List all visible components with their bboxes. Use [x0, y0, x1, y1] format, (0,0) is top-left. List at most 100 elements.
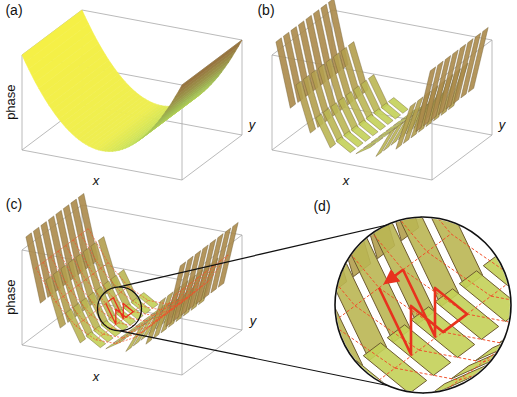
panel-label: (d) [313, 199, 330, 214]
phase-tile [126, 323, 146, 352]
grid-dash [118, 317, 126, 323]
phase-tile [171, 26, 234, 251]
phase-surface-strip [175, 46, 238, 97]
grid-dash [203, 120, 227, 138]
grid-dash [483, 342, 517, 362]
grid-dash [143, 315, 163, 331]
grid-dash [43, 257, 51, 263]
phase-tile [283, 128, 346, 295]
grid-dash [181, 287, 201, 303]
box-edge [332, 10, 492, 40]
grid-dash [307, 342, 371, 386]
grid-dash [73, 234, 81, 240]
grid-dash [138, 321, 146, 327]
grid-dash [66, 245, 86, 279]
box-edge [22, 55, 23, 150]
zoom-circle-outline [335, 217, 511, 393]
grid-dash [81, 229, 89, 235]
phase-tile [355, 74, 418, 241]
grid-dash [363, 157, 387, 175]
phase-tile [26, 233, 46, 303]
grid-dash [58, 245, 66, 251]
grid-dash [143, 326, 151, 332]
phase-surface-strip [172, 52, 235, 103]
grid-dash [156, 294, 176, 321]
grid-dash [141, 306, 161, 310]
grid-dash [243, 247, 267, 265]
phase-tile [195, 8, 258, 233]
grid-dash [283, 360, 347, 397]
grid-dash [275, 84, 339, 193]
grid-dash [371, 386, 435, 397]
panel-label: (a) [5, 3, 22, 18]
axis-label: y [250, 314, 257, 328]
grid-dash [475, 378, 499, 396]
grid-dash [166, 298, 186, 314]
grid-dash [91, 315, 111, 329]
grid-dash [499, 360, 517, 378]
phase-tile [416, 67, 436, 132]
grid-dash [51, 257, 71, 291]
grid-dash [198, 272, 206, 278]
grid-dash [219, 265, 243, 283]
grid-dash [73, 240, 93, 274]
phase-tile [211, 182, 274, 349]
grid-dash [153, 310, 161, 316]
zoom-marker-circle [98, 287, 142, 331]
phase-tile [315, 379, 378, 397]
axis-label: phase [4, 84, 18, 119]
grid-dash [56, 302, 76, 326]
grid-dash [116, 337, 136, 343]
phase-surface-strip [179, 40, 242, 91]
grid-dash [267, 229, 291, 247]
grid-dash [141, 300, 149, 306]
grid-dash [227, 102, 251, 120]
grid-dash [148, 300, 168, 304]
grid-dash [58, 251, 78, 285]
phase-tile [106, 338, 126, 349]
grid-dash [203, 138, 267, 247]
axis-label: x [93, 370, 100, 384]
phase-tile [376, 128, 396, 157]
grid-dash [153, 309, 173, 315]
grid-dash [331, 324, 395, 368]
grid-dash [427, 234, 451, 252]
grid-dash [93, 268, 101, 274]
box-edge [242, 235, 243, 330]
grid-dash [126, 317, 146, 321]
grid-dash [151, 320, 159, 326]
phase-tile [243, 0, 306, 197]
grid-dash [36, 268, 56, 302]
grid-dash [86, 274, 94, 280]
grid-dash [186, 272, 206, 299]
phase-surface-strip [105, 106, 168, 151]
grid-dash [158, 304, 178, 320]
phase-tile [113, 333, 133, 343]
grid-dash [63, 296, 83, 320]
panel-b-plot [272, 0, 492, 180]
phase-tile [251, 305, 314, 397]
loop-path [379, 270, 467, 355]
phase-tile [339, 361, 402, 397]
grid-dash [363, 175, 427, 252]
grid-dash [83, 315, 91, 321]
grid-dash [173, 293, 193, 309]
box-edge [82, 205, 242, 235]
phase-tile [291, 0, 354, 161]
grid-dash [227, 120, 291, 229]
grid-dash [155, 174, 219, 283]
grid-dash [113, 292, 121, 298]
grid-dash [133, 306, 141, 312]
box-edge [22, 250, 23, 345]
grid-dash [111, 323, 119, 329]
box-edge [182, 135, 242, 180]
grid-dash [101, 263, 109, 269]
panel-d-plot [123, 0, 517, 397]
grid-dash [395, 350, 419, 368]
grid-dash [155, 156, 179, 174]
grid-dash [168, 298, 188, 304]
phase-tile [259, 146, 322, 313]
grid-dash [275, 66, 299, 84]
grid-dash [355, 288, 379, 306]
